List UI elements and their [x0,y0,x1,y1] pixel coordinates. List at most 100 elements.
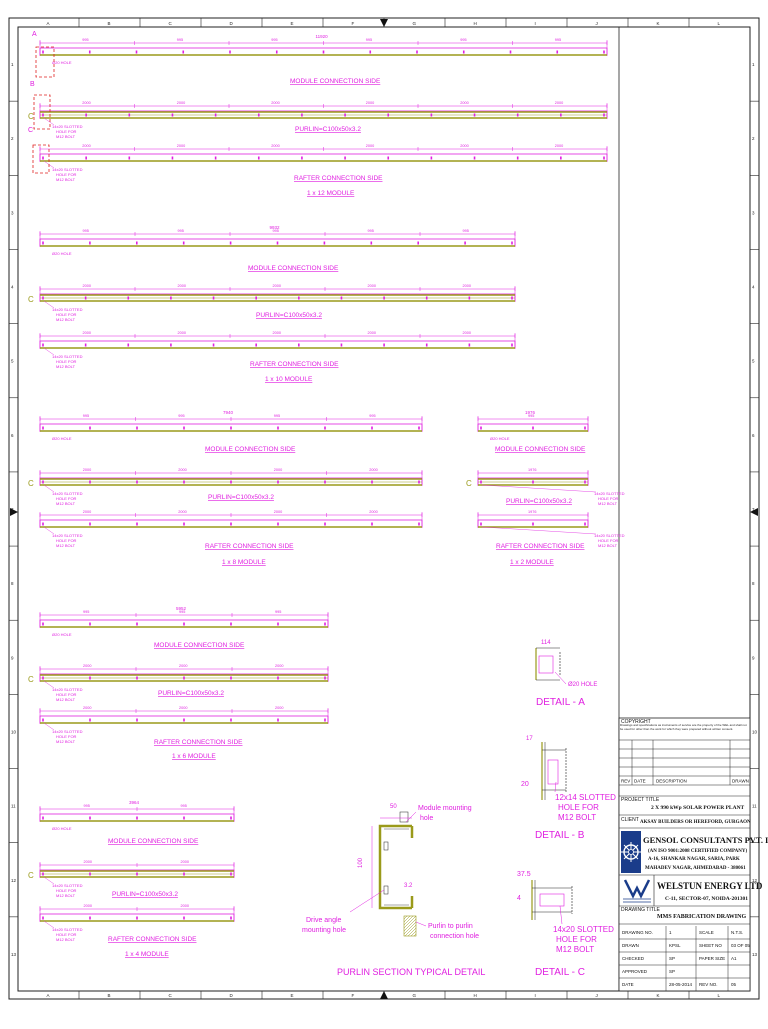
svg-text:37.5: 37.5 [517,871,531,878]
bolt-hole [89,522,91,526]
detail-b-title: DETAIL - B [535,830,585,841]
info-cell: SP [669,956,675,961]
bolt-hole [584,426,586,430]
bolt-hole [230,816,232,820]
purlin-note-left-1: Drive angle [306,917,342,924]
detail-callout-box [33,94,51,130]
hole-note-line: HOLE FOR [56,172,77,177]
contractor-address: C-11, SECTOR-07, NOIDA-201301 [665,896,748,902]
hole-note-line: M12 BOLT [56,364,76,369]
hole-note-line: 14x20 SLOTTED [52,883,83,888]
grid-row-label: 9 [752,655,755,660]
note-leader [43,117,55,126]
bolt-hole [277,718,279,722]
grid-column-label: A [47,21,50,26]
segment-dimension: 2000 [366,144,374,148]
segment-dimension: 995 [555,38,561,42]
grid-column-label: E [291,21,294,26]
svg-text:17: 17 [526,736,533,742]
hole-note-line: HOLE FOR [56,359,77,364]
grid-row-label: 12 [11,878,17,883]
grid-column-label: F [352,993,355,998]
note-leader [43,484,55,493]
svg-text:3.2: 3.2 [404,883,413,889]
contractor-name: WELSTUN ENERGY LTD [657,881,763,891]
svg-text:50: 50 [390,804,397,810]
bolt-hole [257,113,260,117]
client-label: CLIENT [621,817,639,823]
info-cell: DATE [622,982,634,987]
bolt-hole [383,296,385,300]
purlin-label: PURLIN=C100x50x3.2 [112,891,178,898]
detail-c: 37.5 4 14x20 SLOTTED HOLE FOR M12 BOLT D… [517,871,614,978]
segment-dimension: 2000 [460,144,468,148]
bolt-hole [516,113,519,117]
info-cell: KPSL [669,943,681,948]
detail-callout-boxes [32,46,55,174]
bolt-hole [560,156,562,160]
grid-row-label: 3 [752,210,755,215]
bolt-hole [425,343,428,347]
segment-dimension: 2000 [555,101,563,105]
grid-column-label: K [657,993,660,998]
purlin-section-detail: 100 50 3.2 Module mounting hole Drive an… [302,804,485,977]
detail-c-note-1: 14x20 SLOTTED [553,925,614,934]
purlin-outline [39,153,608,162]
revision-header: DESCRIPTION [656,779,687,784]
module-caption: 1 x 2 MODULE [510,559,554,566]
bolt-hole [89,816,91,820]
svg-text:100: 100 [358,857,364,868]
info-cell: 28-05-2014 [669,982,693,987]
info-cell: CHECKED [622,956,645,961]
info-cell: A1 [731,956,737,961]
grid-column-label: C [169,993,173,998]
bolt-hole [511,296,513,300]
bolt-hole [324,480,326,484]
segment-dimension: 2000 [83,706,91,710]
bolt-hole [322,50,325,54]
detail-c-note-2: HOLE FOR [556,935,597,944]
module-caption: 1 x 12 MODULE [307,190,355,197]
grid-column-label: D [230,993,234,998]
bolt-hole [371,522,373,526]
grid-row-label: 6 [752,433,755,438]
segment-dimension: 2000 [275,706,283,710]
grid-row-label: 6 [11,433,14,438]
grid-column-label: D [230,21,234,26]
grid-row-label: 10 [752,729,758,734]
module-connection-label: MODULE CONNECTION SIDE [154,642,245,649]
segment-dimension: 2000 [274,468,282,472]
hole-note-line: HOLE FOR [56,692,77,697]
hole-note-line: 14x20 SLOTTED [52,354,83,359]
top-center-arrow [380,19,388,27]
bolt-hole [171,113,174,117]
bolt-hole [42,872,44,876]
bolt-hole [277,622,279,626]
hole-note-line: M12 BOLT [56,177,76,182]
segment-dimension: 2000 [83,468,91,472]
bolt-hole [42,426,44,430]
segment-dimension: 995 [369,414,375,418]
bolt-hole [42,113,44,117]
purlin-label: PURLIN=C100x50x3.2 [158,690,224,697]
info-cell: DRAWN [622,943,639,948]
bolt-hole [516,156,519,160]
grid-column-label: I [535,993,536,998]
bolt-hole [88,50,91,54]
grid-row-label: 13 [752,952,758,957]
bolt-hole [340,343,343,347]
hole-note-line: 14x20 SLOTTED [52,927,83,932]
bolt-hole [464,241,466,245]
svg-text:A: A [32,31,37,38]
info-cell: PAPER SIZE [699,956,725,961]
segment-dimension: 2000 [181,904,189,908]
purlin-label: PURLIN=C100x50x3.2 [295,126,361,133]
hole-note-line: HOLE FOR [56,932,77,937]
segment-dimension: 995 [463,229,469,233]
bolt-hole [183,718,185,722]
bolt-hole [183,816,185,820]
